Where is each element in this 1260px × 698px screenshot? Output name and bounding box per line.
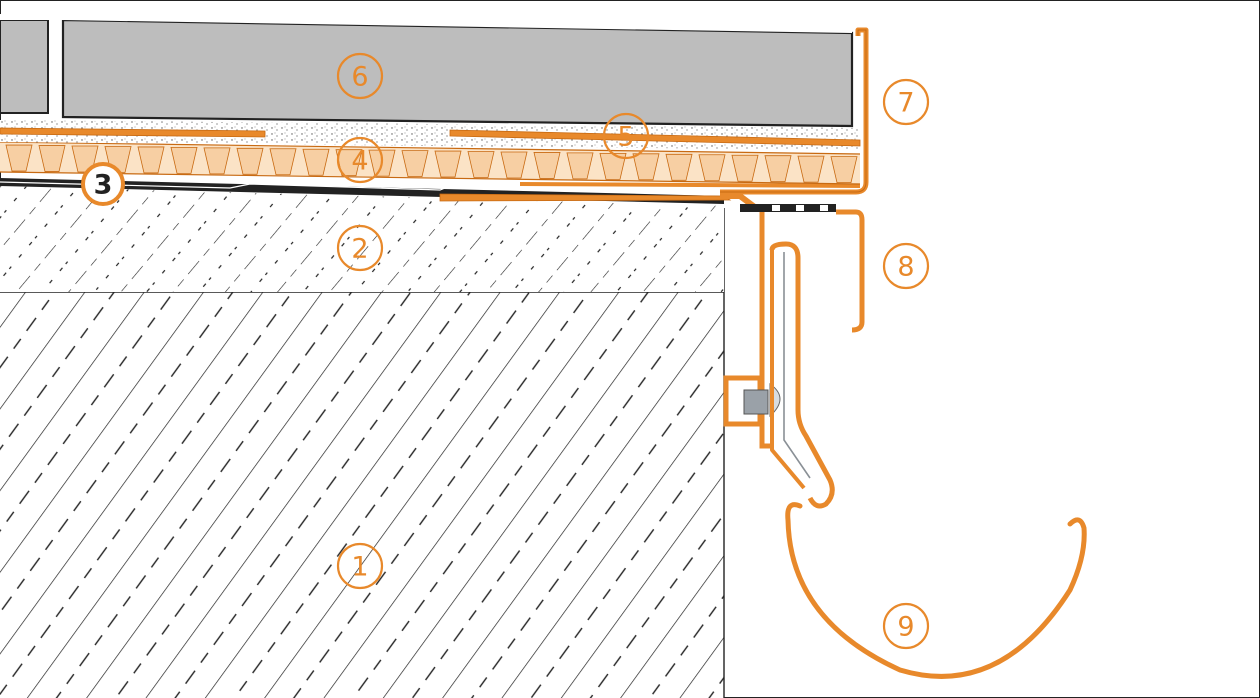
drip-profile: [720, 193, 865, 509]
callout-circle: [882, 242, 930, 290]
drainage-stud: [38, 145, 66, 172]
drainage-stud: [170, 146, 198, 174]
callout-circle: [336, 224, 384, 272]
callout-number: 4: [351, 146, 368, 177]
drainage-stud: [731, 154, 759, 182]
callout-number: 2: [351, 234, 368, 265]
drainage-stud: [401, 150, 429, 178]
drainage-stud: [500, 151, 528, 179]
edge-profile-base: [439, 182, 860, 202]
callout-circle: [602, 112, 650, 160]
drainage-stud: [269, 148, 297, 176]
drainage-stud: [302, 148, 330, 176]
callout-number: 5: [617, 122, 634, 153]
drainage-stud: [665, 153, 693, 181]
callout-labels: 1 2 3 4 5 6 7 8 9: [81, 52, 930, 650]
callout-circle: [336, 542, 384, 590]
callout-circle: [882, 78, 930, 126]
callout-circle: [336, 52, 384, 100]
drainage-stud: [467, 151, 495, 178]
tile-edge-trim: [720, 27, 869, 195]
drainage-stud: [764, 155, 792, 183]
layer-concrete-slab: [0, 208, 725, 698]
callout-number: 1: [351, 552, 368, 583]
drainage-stud: [203, 147, 231, 175]
drainage-stud: [566, 152, 594, 180]
drainage-stud: [137, 146, 165, 174]
callout-3: 3: [81, 162, 125, 206]
drainage-stud: [797, 155, 825, 183]
drainage-stud: [533, 152, 561, 179]
callout-number: 6: [351, 62, 368, 93]
callout-7: 7: [882, 78, 930, 126]
drainage-stud: [434, 150, 462, 178]
callout-4: 4: [336, 136, 384, 184]
layer-adhesive: [0, 120, 861, 150]
drainage-stud: [236, 147, 264, 175]
callout-number: 8: [897, 252, 914, 283]
layer-screed: [0, 186, 724, 292]
drainage-stud: [599, 152, 627, 180]
drainage-stud: [5, 144, 33, 172]
layer-tiles: [0, 14, 854, 128]
callout-number: 9: [897, 612, 914, 643]
callout-circle: [81, 162, 125, 206]
callout-9: 9: [882, 602, 930, 650]
layer-drainage-mat: [0, 141, 861, 185]
drainage-stud: [698, 154, 726, 182]
drainage-stud: [632, 153, 660, 181]
callout-circle: [336, 136, 384, 184]
drainage-stud: [830, 156, 858, 183]
half-round-gutter: [785, 502, 1087, 679]
callout-number: 3: [94, 170, 113, 201]
callout-2: 2: [336, 224, 384, 272]
callout-8: 8: [882, 242, 930, 290]
callout-1: 1: [336, 542, 384, 590]
callout-number: 7: [897, 88, 914, 119]
callout-circle: [882, 602, 930, 650]
callout-5: 5: [602, 112, 650, 160]
callout-6: 6: [336, 52, 384, 100]
